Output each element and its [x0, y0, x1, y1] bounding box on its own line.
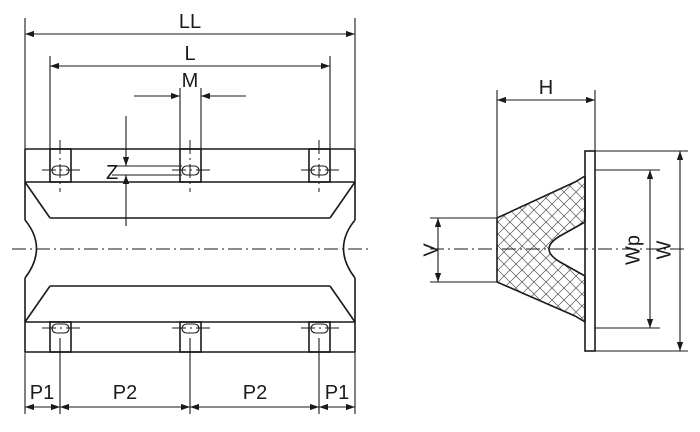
dim-v: V — [420, 217, 497, 283]
side-rubber-body — [497, 176, 585, 322]
side-outline — [496, 150, 596, 352]
dim-ll: LL — [24, 11, 356, 149]
dim-wp-label: Wp — [622, 235, 644, 265]
dim-ll-label: LL — [179, 11, 201, 33]
dim-p1-right-label: P1 — [325, 382, 349, 404]
dim-w-label: W — [653, 240, 675, 259]
dim-m: M — [134, 70, 246, 149]
dim-z-label: Z — [106, 162, 118, 184]
dim-pitch: P1 P2 P2 P1 — [24, 338, 356, 414]
dim-v-label: V — [420, 243, 442, 257]
front-inner-face — [24, 181, 356, 323]
dim-z: Z — [106, 116, 182, 226]
dim-m-label: M — [182, 70, 199, 92]
dim-l-label: L — [184, 43, 195, 65]
dim-p2-right-label: P2 — [243, 382, 267, 404]
dim-wp: Wp — [595, 169, 660, 329]
front-view: LL L M Z — [12, 11, 368, 414]
front-center-lines — [12, 140, 368, 329]
dim-w: W — [595, 150, 688, 352]
dim-h-label: H — [539, 77, 553, 99]
dim-p1-left-label: P1 — [30, 382, 54, 404]
dim-h: H — [496, 77, 596, 218]
side-view: H V Wp W — [420, 77, 688, 352]
dim-l: L — [49, 43, 331, 149]
dim-p2-left-label: P2 — [113, 382, 137, 404]
